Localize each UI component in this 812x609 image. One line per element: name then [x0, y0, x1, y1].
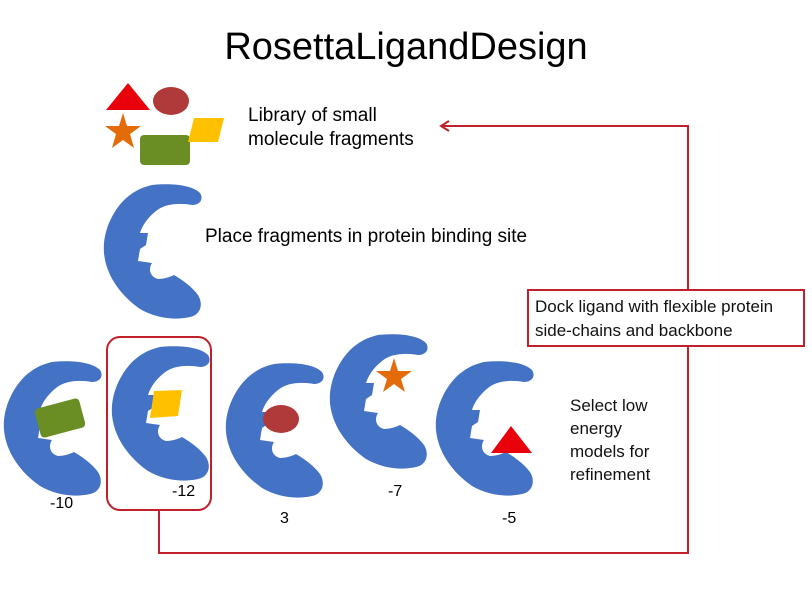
select-label-line2: energy: [570, 419, 622, 438]
bound-parallelogram: [150, 390, 182, 418]
library-label: Library of small molecule fragments: [248, 104, 414, 152]
model-score: -12: [172, 483, 196, 500]
ellipse-fragment: [153, 87, 189, 115]
place-label: Place fragments in protein binding site: [205, 226, 528, 247]
dock-label-line2: side-chains and backbone: [535, 321, 733, 340]
library-label-line2: molecule fragments: [248, 129, 414, 150]
select-label-line3: models for: [570, 442, 650, 461]
parallelogram-fragment: [188, 118, 224, 142]
dock-label-line1: Dock ligand with flexible protein: [535, 297, 774, 316]
fragment-library: [105, 83, 224, 165]
rectangle-fragment: [140, 135, 190, 165]
model-score: -5: [502, 510, 517, 527]
diagram-title: RosettaLigandDesign: [224, 26, 588, 68]
protein-shape: [103, 184, 202, 319]
model-score: 3: [280, 510, 289, 527]
arrowhead-icon: [439, 120, 450, 132]
select-label-line4: refinement: [570, 465, 651, 484]
model-score: -10: [50, 495, 74, 512]
bound-ellipse: [263, 405, 299, 433]
model-score: -7: [388, 483, 403, 500]
protein-model-5: [435, 361, 534, 496]
select-label: Select low energy models for refinement: [570, 394, 650, 486]
library-label-line1: Library of small: [248, 105, 377, 126]
feedback-arrow-line: [158, 125, 689, 554]
star-fragment: [105, 113, 141, 148]
bound-star: [376, 358, 412, 392]
select-label-line1: Select low: [570, 396, 648, 415]
selected-model-highlight: [106, 336, 212, 511]
bound-rectangle: [34, 398, 86, 438]
protein-model-4: [329, 334, 428, 469]
triangle-fragment: [106, 83, 150, 110]
bound-triangle: [491, 426, 532, 453]
dock-step-box: Dock ligand with flexible protein side-c…: [527, 289, 805, 347]
